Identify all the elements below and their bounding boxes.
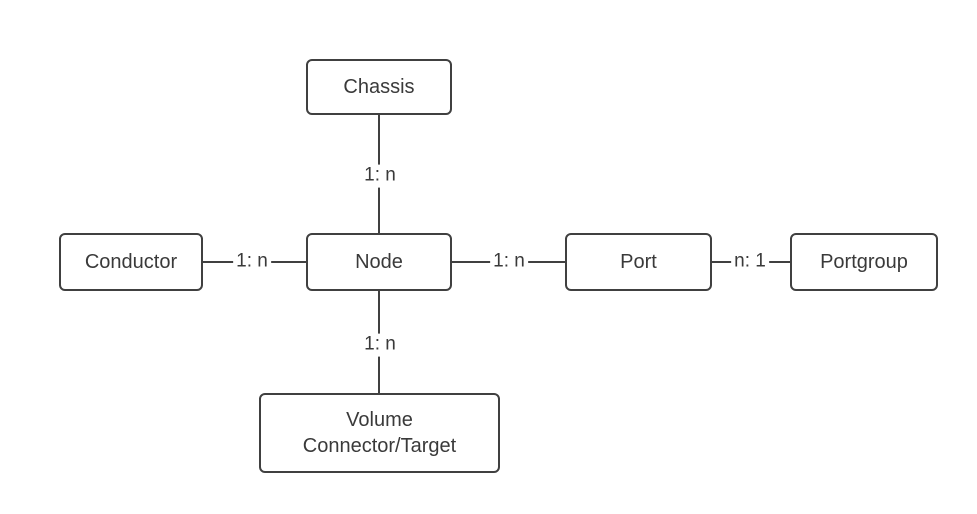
entity-label-port: Port [620,251,657,273]
entity-box-volume-connector-target: Volume Connector/Target [259,393,500,473]
cardinality-label-node-volume: 1: n [361,333,399,357]
entity-box-node: Node [306,233,452,291]
entity-label-portgroup: Portgroup [820,251,908,273]
cardinality-label-conductor-node: 1: n [233,250,271,274]
cardinality-label-port-portgroup: n: 1 [731,250,769,274]
cardinality-label-chassis-node: 1: n [361,164,399,188]
entity-box-portgroup: Portgroup [790,233,938,291]
entity-label-node: Node [355,251,403,273]
cardinality-label-node-port: 1: n [490,250,528,274]
entity-box-port: Port [565,233,712,291]
entity-label-volume-line1: Volume [346,409,413,431]
entity-label-volume-line2: Connector/Target [302,435,457,457]
entity-label-conductor: Conductor [84,251,178,273]
entity-box-conductor: Conductor [59,233,203,291]
entity-box-chassis: Chassis [306,59,452,115]
entity-label-chassis: Chassis [343,76,415,98]
